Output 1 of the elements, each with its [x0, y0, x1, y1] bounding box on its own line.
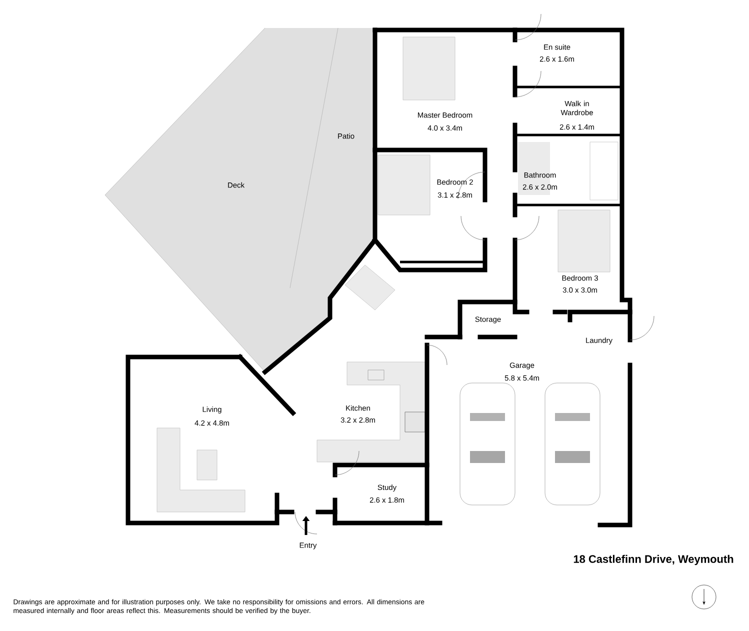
address-title: 18 Castlefinn Drive, Weymouth [574, 554, 734, 566]
